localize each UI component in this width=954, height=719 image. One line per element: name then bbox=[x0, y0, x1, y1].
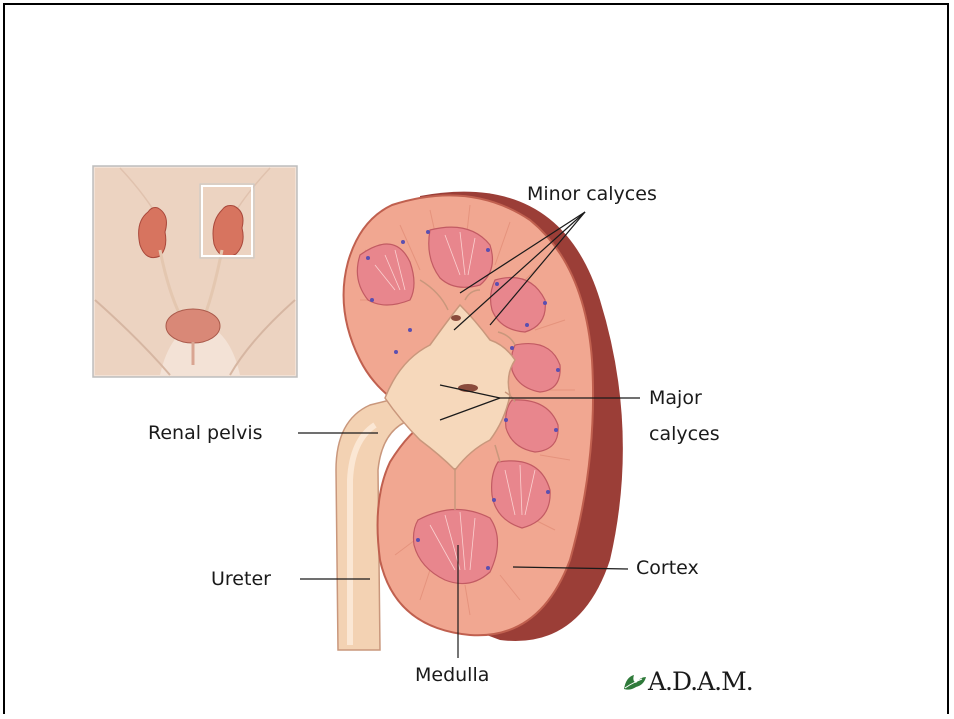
adam-logo: A.D.A.M. bbox=[622, 667, 753, 696]
cortex-label: Cortex bbox=[636, 556, 699, 580]
logo-text: A.D.A.M. bbox=[648, 667, 753, 696]
major-calyces-label-line1: Major bbox=[649, 386, 702, 410]
major-calyces-label-line2: calyces bbox=[649, 422, 720, 446]
leaf-icon bbox=[622, 671, 648, 693]
ureter-label: Ureter bbox=[211, 567, 271, 591]
minor-calyces-label: Minor calyces bbox=[527, 182, 657, 206]
medulla-label: Medulla bbox=[415, 663, 489, 687]
renal-pelvis-label: Renal pelvis bbox=[148, 421, 263, 445]
inset-body-figure bbox=[93, 166, 297, 377]
